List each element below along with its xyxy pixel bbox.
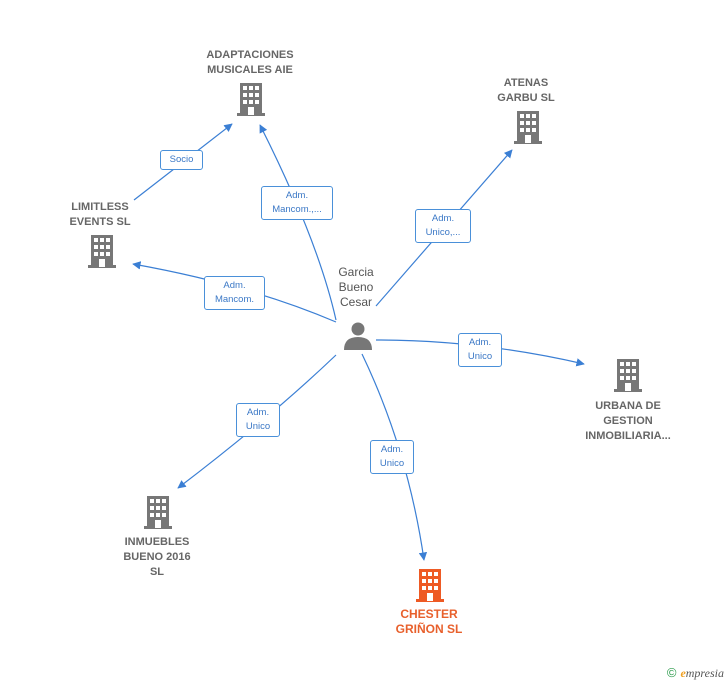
company-label-adaptaciones[interactable]: ADAPTACIONES MUSICALES AIE (206, 49, 294, 76)
edge-label-socio: Socio (160, 150, 203, 170)
footer-brand: ©empresia (667, 665, 724, 681)
company-label-urbana[interactable]: URBANA DE GESTION INMOBILIARIA... (585, 400, 671, 442)
brand-logo: empresia (680, 666, 724, 680)
building-icon[interactable] (144, 496, 172, 529)
edge-label-inmuebles: Adm. Unico (236, 403, 280, 437)
person-icon[interactable] (344, 322, 372, 351)
building-icon[interactable] (614, 359, 642, 392)
edge-label-chester: Adm. Unico (370, 440, 414, 474)
edge-label-adaptaciones: Adm. Mancom.,... (261, 186, 333, 220)
building-icon[interactable] (514, 111, 542, 144)
company-label-inmuebles[interactable]: INMUEBLES BUENO 2016 SL (123, 536, 191, 578)
edge-label-limitless: Adm. Mancom. (204, 276, 265, 310)
company-label-chester[interactable]: CHESTER GRIÑON SL (395, 607, 463, 636)
person-label[interactable]: Garcia Bueno Cesar (338, 265, 374, 309)
edge-label-urbana: Adm. Unico (458, 333, 502, 367)
building-icon[interactable] (88, 235, 116, 268)
company-label-atenas[interactable]: ATENAS GARBU SL (497, 77, 555, 104)
copyright-icon: © (666, 665, 677, 680)
building-icon[interactable] (416, 569, 444, 602)
edge-label-atenas: Adm. Unico,... (415, 209, 471, 243)
company-label-limitless[interactable]: LIMITLESS EVENTS SL (69, 201, 131, 228)
building-icon[interactable] (237, 83, 265, 116)
edge-adaptaciones (259, 124, 337, 321)
